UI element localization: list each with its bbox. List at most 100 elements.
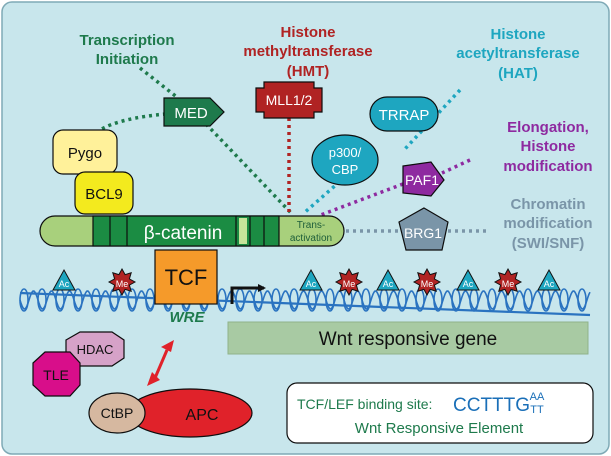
svg-text:MLL1/2: MLL1/2 [266, 92, 313, 108]
chromatin-label: Chromatin modification (SWI/SNF) [503, 196, 592, 252]
connector-med-pygo [99, 112, 167, 132]
dna-coil [145, 288, 155, 312]
svg-text:Wnt responsive gene: Wnt responsive gene [319, 329, 498, 350]
light-segment [239, 218, 247, 244]
mark-label: Me [502, 279, 515, 289]
dna-backbone [19, 291, 591, 317]
dna-coil [127, 288, 137, 312]
svg-text:(HMT): (HMT) [287, 63, 329, 80]
dna-coil [289, 288, 299, 312]
svg-text:Pygo: Pygo [68, 145, 102, 162]
dna-coil [19, 288, 29, 312]
mll-protein: MLL1/2 [255, 81, 323, 119]
wnt-responsive-gene-box: Wnt responsive gene [227, 321, 589, 355]
p300-cbp-protein: p300/ CBP [311, 134, 379, 186]
methylation-mark: Me [412, 267, 442, 297]
legend-prefix: TCF/LEF binding site: [297, 396, 432, 412]
trrap-protein: TRRAP [369, 96, 439, 132]
transactivation-label-2: activation [290, 233, 332, 244]
tle-protein: TLE [32, 351, 81, 397]
legend-bottom-bases: TT [530, 404, 544, 416]
histone-marks: Ac Me Ac Me Ac Me Ac Me Ac [52, 267, 561, 297]
interaction-arrow [147, 340, 174, 386]
svg-text:MED: MED [174, 105, 208, 122]
svg-text:TRRAP: TRRAP [379, 107, 430, 124]
med-protein: MED [163, 97, 225, 127]
legend-top-bases: AA [530, 391, 545, 403]
mark-label: Me [343, 279, 356, 289]
pygo-protein: Pygo [52, 129, 118, 175]
transcription-initiation-label: Transcription Initiation [79, 32, 174, 68]
connector-elongation-paf1 [441, 158, 471, 175]
dna-coil [451, 288, 461, 312]
beta-catenin-protein: β-catenin Trans- activation [39, 215, 345, 247]
dna-coil [73, 288, 83, 312]
acetylation-mark: Ac [376, 268, 400, 291]
acetylation-mark: Ac [456, 268, 480, 291]
svg-text:Histone: Histone [280, 24, 335, 41]
svg-text:CtBP: CtBP [101, 405, 134, 421]
dna-coil [559, 288, 569, 312]
svg-text:(SWI/SNF): (SWI/SNF) [512, 235, 585, 252]
svg-text:PAF1: PAF1 [405, 172, 439, 188]
mark-label: Me [421, 279, 434, 289]
svg-text:Initiation: Initiation [96, 51, 159, 68]
tcf-protein: TCF [154, 249, 218, 305]
svg-text:Transcription: Transcription [79, 32, 174, 49]
svg-text:HDAC: HDAC [77, 342, 114, 357]
svg-text:modification: modification [503, 158, 592, 175]
svg-text:Histone: Histone [520, 138, 575, 155]
connector-initiation-med [138, 66, 180, 100]
elongation-label: Elongation, Histone modification [503, 119, 592, 175]
legend-sequence: CCTTTG [453, 395, 530, 416]
hmt-label: Histone methyltransferase (HMT) [243, 24, 372, 80]
mark-label: Ac [463, 279, 474, 289]
transcription-start-arrow [230, 284, 266, 304]
hat-label: Histone acetyltransferase (HAT) [456, 26, 579, 82]
acetylation-mark: Ac [537, 268, 561, 291]
svg-text:acetyltransferase: acetyltransferase [456, 45, 579, 62]
svg-text:β-catenin: β-catenin [144, 223, 223, 244]
dna-helix [19, 288, 591, 317]
svg-text:TCF: TCF [165, 265, 208, 290]
mark-label: Ac [59, 279, 70, 289]
dna-coil [361, 288, 371, 312]
dna-coil [397, 288, 407, 312]
dna-coil [433, 288, 443, 312]
wre-label: WRE [170, 309, 206, 326]
mark-label: Ac [306, 279, 317, 289]
ctbp-protein: CtBP [88, 392, 146, 434]
svg-text:CBP: CBP [332, 162, 359, 177]
binding-site-legend: TCF/LEF binding site: CCTTTG AA TT Wnt R… [286, 382, 594, 444]
acetylation-mark: Ac [299, 268, 323, 291]
apc-protein: APC [127, 388, 253, 438]
dna-coil [577, 288, 587, 312]
bcl9-protein: BCL9 [74, 171, 134, 215]
transactivation-label-1: Trans- [297, 220, 326, 231]
svg-text:p300/: p300/ [329, 145, 362, 160]
paf1-protein: PAF1 [402, 161, 445, 197]
legend-caption: Wnt Responsive Element [355, 420, 524, 437]
mark-label: Ac [383, 279, 394, 289]
mark-label: Ac [544, 279, 555, 289]
dna-coil [523, 288, 533, 312]
methylation-mark: Me [107, 267, 137, 297]
svg-text:APC: APC [186, 407, 219, 424]
dna-coil [37, 288, 47, 312]
connector-paf1-transactivation [317, 182, 404, 218]
mark-label: Me [116, 279, 129, 289]
svg-text:BCL9: BCL9 [85, 186, 123, 203]
dna-coil [325, 288, 335, 312]
methylation-mark: Me [493, 267, 523, 297]
acetylation-mark: Ac [52, 268, 76, 291]
methylation-mark: Me [334, 267, 364, 297]
dna-coil [271, 288, 281, 312]
svg-text:methyltransferase: methyltransferase [243, 43, 372, 60]
svg-text:Elongation,: Elongation, [507, 119, 589, 136]
svg-text:Histone: Histone [490, 26, 545, 43]
armadillo-repeats [109, 216, 265, 246]
svg-text:modification: modification [503, 215, 592, 232]
hdac-protein: HDAC [65, 331, 125, 367]
